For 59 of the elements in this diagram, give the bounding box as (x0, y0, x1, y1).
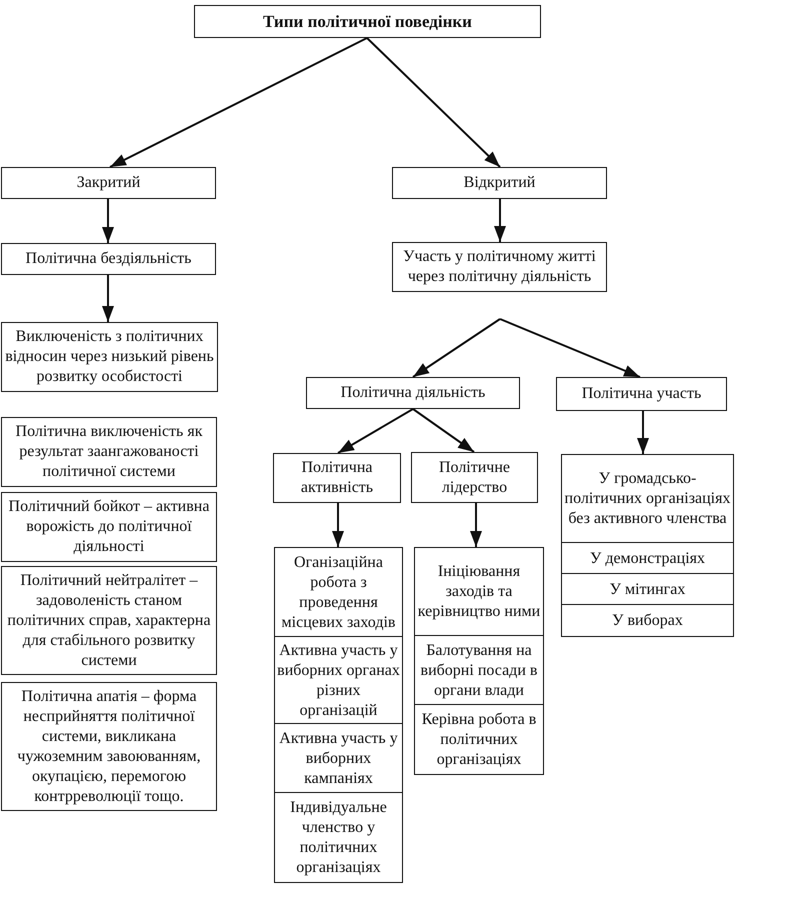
category-label: Політична бездіяльність (26, 249, 192, 269)
category-label: Політична виключеність як результат заангажованості політичної системи (14, 422, 204, 482)
category-box (556, 377, 727, 411)
category-box (273, 453, 401, 503)
category-box (1, 417, 217, 487)
arrow (338, 408, 414, 454)
category-label: У мітингах (610, 580, 686, 600)
category-box (561, 573, 734, 606)
arrow (470, 503, 482, 547)
category-box (274, 792, 403, 883)
category-label: Індивідуальне членство у політичних організаціях (289, 798, 388, 878)
arrow (332, 503, 344, 547)
category-box (561, 454, 734, 544)
category-label: Участь у політичному житті через політичну діяльність (402, 247, 597, 287)
category-label: Активна участь у виборних органах різних організацій (277, 640, 400, 720)
category-label: Виключеність з політичних відносин через низький рівень розвитку особистості (4, 327, 215, 387)
category-box (1, 243, 216, 275)
category-label: Оганізаційна робота з проведення місцевих заходів (280, 552, 396, 632)
category-label: Активна участь у виборних кампаніях (278, 728, 399, 788)
category-label: Типи політичної поведінки (263, 12, 472, 32)
category-box (561, 542, 734, 575)
category-box (392, 242, 607, 292)
category-label: Відкритий (464, 173, 536, 193)
category-box (561, 604, 734, 637)
category-box (274, 723, 403, 794)
category-label: Ініціювання заходів та керівництво ними (417, 562, 541, 622)
arrow (412, 318, 501, 378)
arrow (102, 199, 114, 243)
category-label: Політична діяльність (340, 383, 486, 403)
category-box (414, 547, 544, 637)
category-box (411, 452, 538, 503)
category-box (414, 635, 544, 706)
arrow (637, 411, 649, 454)
category-label: У виборах (612, 610, 683, 630)
category-box (414, 704, 544, 775)
category-label: Політичний нейтралітет – задоволеність станом політичних справ, характерна для стабільного розвитку системи (6, 570, 212, 670)
arrow (412, 408, 475, 453)
category-box (306, 377, 520, 409)
category-label: Політичне лідерство (438, 458, 512, 498)
category-box (274, 547, 403, 638)
category-label: Політична апатія – форма несприйняття політичної системи, викликана чужоземним завоюванням, окупацією, перемогою контрреволюції тощо. (16, 686, 202, 806)
arrow (494, 199, 506, 242)
category-box (1, 682, 217, 811)
category-label: Політична активність (300, 458, 374, 498)
category-label: Балотування на виборні посади в органи влади (420, 640, 538, 700)
arrow (102, 275, 114, 322)
category-label: Закритий (76, 173, 140, 193)
category-box (1, 492, 217, 562)
category-box (392, 167, 607, 199)
arrow (366, 37, 501, 168)
arrow (500, 318, 640, 378)
category-box (194, 5, 541, 38)
category-label: У громадсько-політичних організаціях без активного членства (564, 469, 731, 529)
arrow (110, 37, 368, 168)
category-label: У демонстраціях (590, 548, 705, 568)
category-label: Політична участь (582, 384, 702, 404)
category-label: Політичний бойкот – активна ворожість до політичної діяльності (8, 497, 210, 557)
category-box (1, 167, 216, 199)
category-label: Керівна робота в політичних організаціях (420, 710, 538, 770)
